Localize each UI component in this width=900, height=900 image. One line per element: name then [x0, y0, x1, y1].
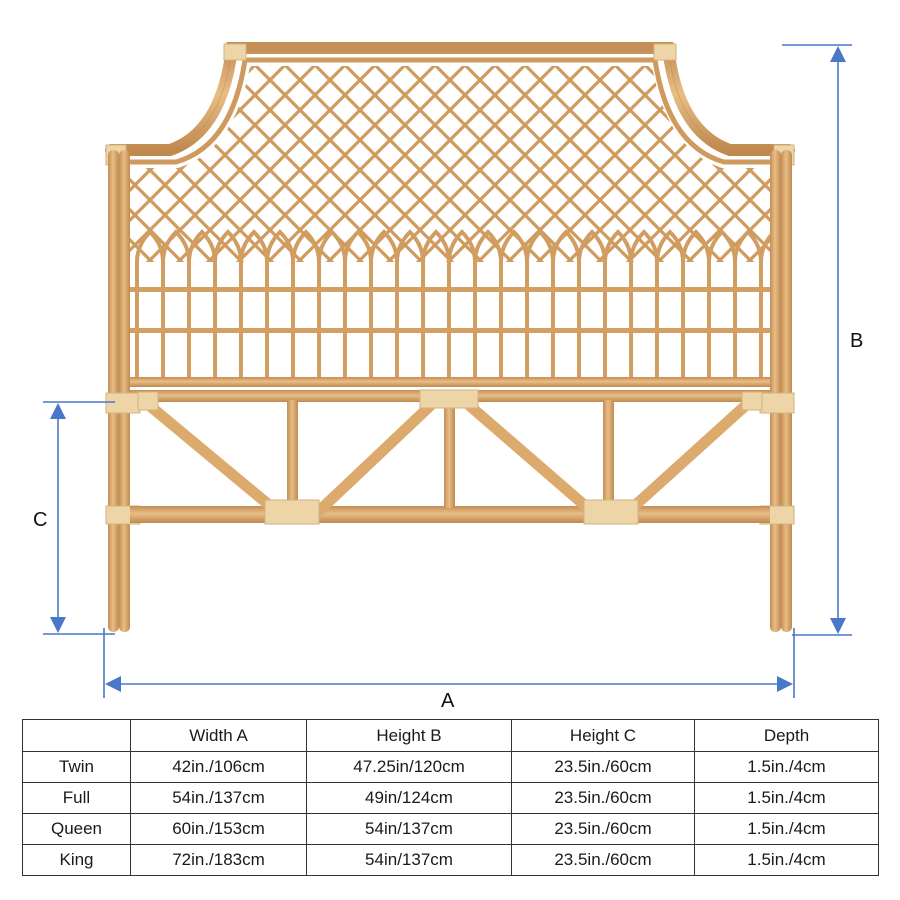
binding-top-left: [223, 43, 247, 61]
left-post: [105, 150, 141, 632]
cell-size: Full: [22, 782, 131, 814]
arched-spindles: [135, 229, 770, 380]
cell-width-a: 72in./183cm: [130, 844, 307, 876]
dimension-label-b: B: [850, 330, 864, 352]
table-row: Twin 42in./106cm 47.25in/120cm 23.5in./6…: [22, 751, 879, 783]
cell-height-c: 23.5in./60cm: [511, 782, 695, 814]
cell-height-b: 54in/137cm: [306, 844, 512, 876]
cell-height-c: 23.5in./60cm: [511, 813, 695, 845]
cell-height-b: 54in/137cm: [306, 813, 512, 845]
right-post: [759, 150, 795, 632]
binding-top-right: [653, 43, 677, 61]
header-height-b: Height B: [306, 719, 512, 752]
lattice-panel: [130, 66, 770, 292]
cell-width-a: 60in./153cm: [130, 813, 307, 845]
header-width-a: Width A: [130, 719, 307, 752]
truss-bottom-rail: [130, 506, 770, 523]
dimension-label-c: C: [33, 509, 48, 531]
cell-height-b: 47.25in/120cm: [306, 751, 512, 783]
cell-width-a: 54in./137cm: [130, 782, 307, 814]
cell-height-c: 23.5in./60cm: [511, 751, 695, 783]
header-size: [22, 719, 131, 752]
lattice-rail-upper: [130, 287, 770, 292]
dimension-c: [43, 401, 115, 635]
cell-height-b: 49in/124cm: [306, 782, 512, 814]
lattice-diagonals-back: [130, 66, 770, 292]
header-depth: Depth: [694, 719, 879, 752]
table-header-row: Width A Height B Height C Depth: [22, 719, 879, 752]
headboard-dimension-drawing: [43, 42, 852, 698]
cell-depth: 1.5in./4cm: [694, 782, 879, 814]
cell-width-a: 42in./106cm: [130, 751, 307, 783]
dimension-label-a: A: [441, 690, 455, 712]
cell-depth: 1.5in./4cm: [694, 751, 879, 783]
lower-truss: [130, 389, 770, 525]
size-specification-table: Width A Height B Height C Depth Twin 42i…: [22, 719, 879, 876]
cell-depth: 1.5in./4cm: [694, 813, 879, 845]
cell-size: King: [22, 844, 131, 876]
cell-size: Queen: [22, 813, 131, 845]
cell-depth: 1.5in./4cm: [694, 844, 879, 876]
lattice-rail-lower: [130, 328, 770, 333]
table-row: Queen 60in./153cm 54in/137cm 23.5in./60c…: [22, 813, 879, 845]
cell-size: Twin: [22, 751, 131, 783]
dimension-a: [103, 628, 795, 698]
table-row: Full 54in./137cm 49in/124cm 23.5in./60cm…: [22, 782, 879, 814]
header-height-c: Height C: [511, 719, 695, 752]
dimension-b: [782, 44, 852, 636]
cell-height-c: 23.5in./60cm: [511, 844, 695, 876]
table-row: King 72in./183cm 54in/137cm 23.5in./60cm…: [22, 844, 879, 876]
